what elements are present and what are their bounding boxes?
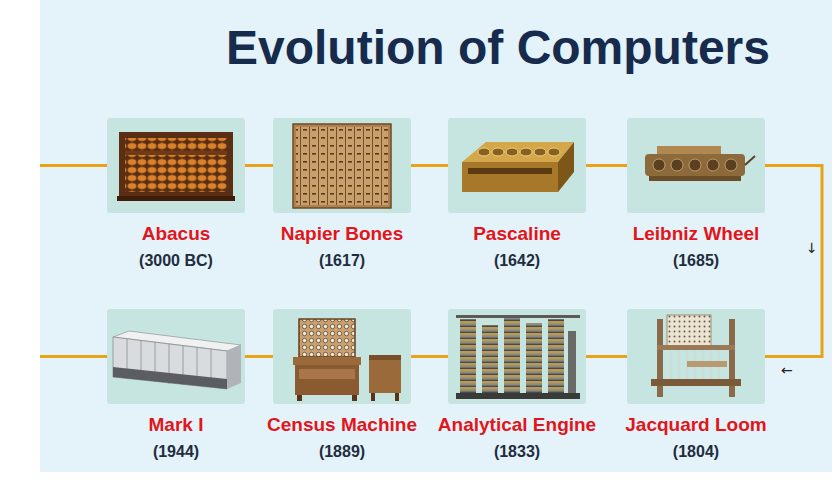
timeline-connector — [586, 164, 627, 167]
machine-node: Pascaline (1642) — [448, 118, 586, 271]
year-label: (1617) — [319, 251, 365, 271]
analytical-engine-picture — [456, 315, 580, 399]
illustration-tile — [107, 118, 245, 213]
illustration-tile — [448, 118, 586, 213]
machine-name: Leibniz Wheel — [633, 223, 760, 245]
machine-name: Analytical Engine — [438, 414, 596, 436]
timeline-connector — [245, 164, 273, 167]
year-label: (1685) — [673, 251, 719, 271]
census-machine-picture — [293, 319, 401, 401]
machine-node: Mark I (1944) — [107, 309, 245, 462]
tile-backgrounds — [107, 118, 765, 404]
direction-arrow: ← — [781, 362, 793, 378]
illustration-tile — [107, 309, 245, 404]
machine-node: Leibniz Wheel (1685) — [627, 118, 765, 271]
illustration-tile — [448, 309, 586, 404]
timeline-connector — [411, 164, 448, 167]
timeline-line — [40, 164, 107, 167]
timeline-line — [40, 355, 107, 358]
year-label: (3000 BC) — [139, 251, 213, 271]
year-label: (1804) — [673, 442, 719, 462]
machine-node: Jacquard Loom (1804) — [625, 309, 766, 462]
year-label: (1944) — [153, 442, 199, 462]
direction-arrow: ↓ — [806, 240, 818, 256]
illustration-tile — [273, 118, 411, 213]
year-label: (1833) — [494, 442, 540, 462]
machine-name: Abacus — [142, 223, 211, 245]
timeline-connector — [765, 166, 822, 357]
abacus-picture — [117, 132, 235, 201]
machine-node: Analytical Engine (1833) — [438, 309, 596, 462]
diagram-title: Evolution of Computers — [198, 20, 798, 76]
jacquard-loom-picture — [651, 315, 741, 397]
illustration-tile — [273, 309, 411, 404]
machine-name: Napier Bones — [281, 223, 403, 245]
illustration-tile — [627, 118, 765, 213]
machine-node: Napier Bones (1617) — [273, 118, 411, 271]
mark-i-picture — [113, 331, 241, 389]
timeline-connector — [586, 355, 627, 358]
year-label: (1889) — [319, 442, 365, 462]
machine-name: Jacquard Loom — [625, 414, 766, 436]
illustration-tile — [627, 309, 765, 404]
machine-name: Census Machine — [267, 414, 417, 436]
leibniz-wheel-picture — [645, 146, 755, 181]
year-label: (1642) — [494, 251, 540, 271]
machine-node: Census Machine (1889) — [267, 309, 417, 462]
pascaline-picture — [462, 142, 574, 192]
timeline-connector — [245, 355, 273, 358]
machine-name: Pascaline — [473, 223, 561, 245]
machine-name: Mark I — [149, 414, 204, 436]
napier-bones-picture — [293, 124, 391, 208]
timeline-connector — [411, 355, 448, 358]
machine-node: Abacus (3000 BC) — [107, 118, 245, 271]
